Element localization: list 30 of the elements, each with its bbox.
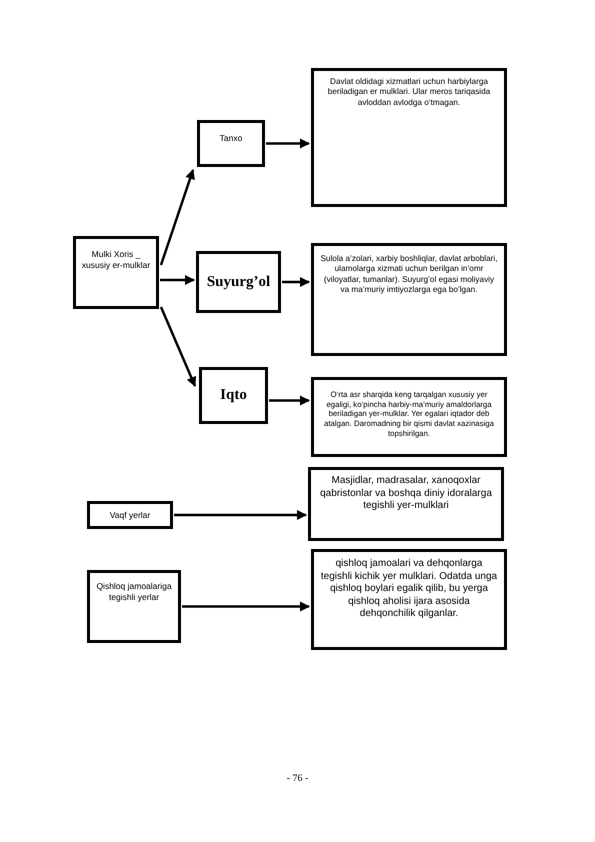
- box-text: Masjidlar, madrasalar, xanoqoxlar qabristonlar va boshqa diniy idoralarga tegishli yer-mulklari: [319, 475, 493, 512]
- box-text: Sulola a’zolari, xarbiy boshliqlar, davlat arboblari, ulamolarga xizmati uchun berilgan in’omr (viloyatlar, tumanlar). Suyurg’ol egasi moliyaviy va ma’muriy imtiyozlarga ega bo’lgan.: [319, 254, 499, 295]
- text-box: [87, 501, 173, 529]
- box-text: Iqto: [220, 386, 247, 405]
- arrow: [182, 602, 310, 612]
- text-box: [87, 570, 181, 643]
- text-box: [311, 549, 507, 650]
- arrow: [174, 510, 307, 520]
- arrow: [269, 396, 310, 406]
- text-box: [311, 377, 507, 457]
- box-text: Tanxo: [220, 133, 242, 144]
- arrow: [160, 306, 196, 387]
- page-number: - 76 -: [286, 773, 310, 784]
- text-box: [196, 251, 281, 313]
- arrow: [282, 277, 310, 287]
- arrow: [160, 275, 195, 285]
- text-box: [197, 120, 265, 167]
- box-text: qishloq jamoalari va dehqonlarga tegishli kichik yer mulklari. Odatda unga qishloq boylari egalik qilib, bu yerga qishloq aholisi ijara asosida dehqonchilik qilganlar.: [320, 558, 498, 620]
- box-text: Mulki Xoris _ xususiy er-mulklar: [80, 249, 152, 270]
- text-box: [308, 467, 504, 541]
- text-box: [311, 243, 507, 356]
- text-box: [199, 367, 268, 424]
- text-box: [311, 68, 507, 207]
- arrow: [160, 169, 195, 266]
- text-box: [73, 236, 159, 309]
- box-text: Vaqf yerlar: [110, 510, 150, 520]
- box-text: Davlat oldidagi xizmatlari uchun harbiylarga beriladigan er mulklari. Ular meros tariqasida avloddan avlodga o‘tmagan.: [326, 77, 492, 108]
- arrow: [266, 138, 310, 148]
- box-text: Qishloq jamoalariga tegishli yerlar: [95, 581, 173, 602]
- box-text: Suyurg’ol: [206, 272, 270, 292]
